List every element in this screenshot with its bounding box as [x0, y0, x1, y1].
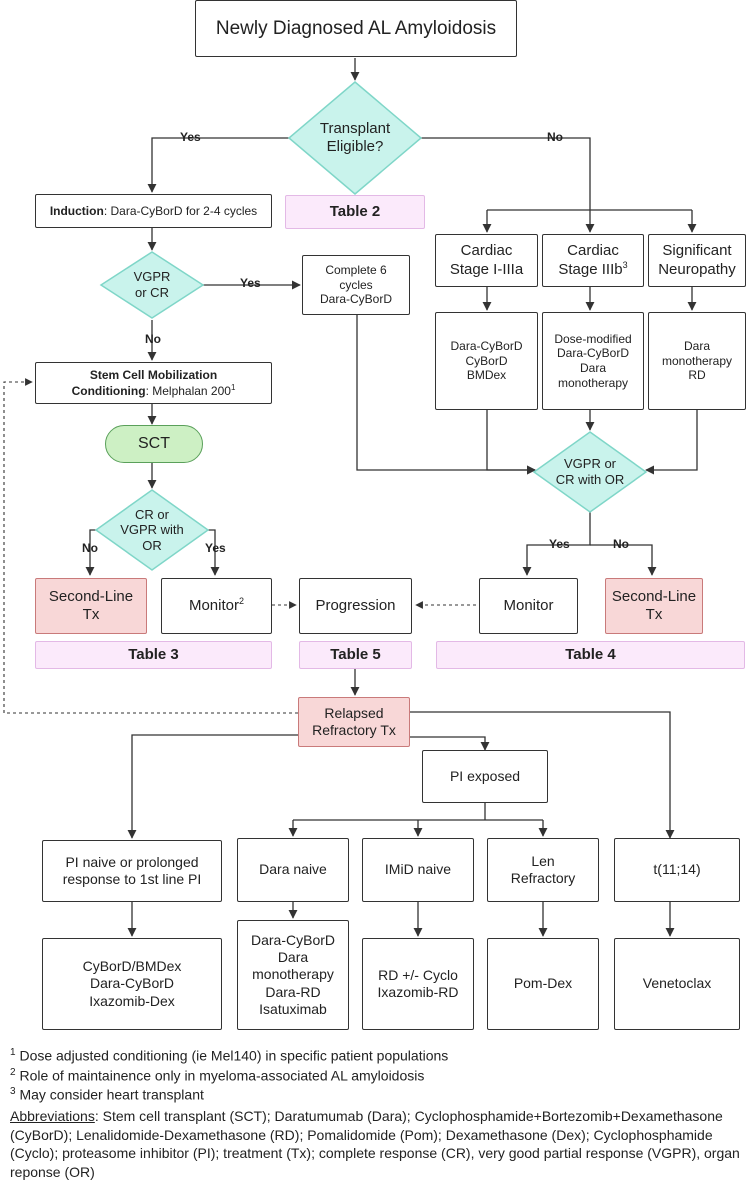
footnote-1: 1 Dose adjusted conditioning (ie Mel140)…: [10, 1047, 449, 1064]
stem-cell-box: Stem Cell Mobilization Conditioning: Mel…: [35, 362, 272, 404]
footnote-3: 3 May consider heart transplant: [10, 1086, 204, 1103]
edge-label-yes-cr-vgpr: Yes: [205, 541, 226, 555]
cardiac-stage-3b: Cardiac Stage IIIb3: [542, 234, 644, 287]
monitor-left-box: Monitor2: [161, 578, 272, 634]
edge-label-no-vgpr: No: [145, 332, 161, 346]
induction-box: Induction: Dara-CyBorD for 2-4 cycles: [35, 194, 272, 228]
table2-badge: Table 2: [285, 195, 425, 229]
edge-label-no-cr-vgpr: No: [82, 541, 98, 555]
table4-badge: Table 4: [436, 641, 745, 669]
abbreviations: Abbreviations: Stem cell transplant (SCT…: [10, 1107, 745, 1181]
monitor-right-box: Monitor: [479, 578, 578, 634]
sct-node: SCT: [105, 425, 203, 463]
diamond-vgpr-cr: [99, 251, 205, 319]
table3-badge: Table 3: [35, 641, 272, 669]
edge-label-yes-right: Yes: [549, 537, 570, 551]
edge-label-yes-vgpr: Yes: [240, 276, 261, 290]
footnote-2: 2 Role of maintainence only in myeloma-a…: [10, 1067, 425, 1084]
edge-label-yes-transplant: Yes: [180, 130, 201, 144]
edge-label-no-right: No: [613, 537, 629, 551]
edge-transplant-yes: [147, 137, 292, 193]
table5-badge: Table 5: [299, 641, 412, 669]
edge-relapse-loop: [3, 378, 298, 714]
progression-box: Progression: [299, 578, 412, 634]
abbreviations-label: Abbreviations: [10, 1108, 95, 1124]
edge-label-no-transplant: No: [547, 130, 563, 144]
pi-exposed-box: PI exposed: [422, 750, 548, 803]
abbreviations-text: : Stem cell transplant (SCT); Daratumuma…: [10, 1108, 740, 1180]
imid-naive-box: IMiD naive: [362, 838, 474, 902]
edge-transplant-no: [420, 137, 591, 200]
tx-t1114-box: Venetoclax: [614, 938, 740, 1030]
tx-len-refractory-box: Pom-Dex: [487, 938, 599, 1030]
t1114-box: t(11;14): [614, 838, 740, 902]
dara-naive-box: Dara naive: [237, 838, 349, 902]
diamond-transplant-eligible: [287, 81, 423, 195]
diamond-vgpr-cr-or: [532, 431, 648, 513]
start-node: Newly Diagnosed AL Amyloidosis: [195, 0, 517, 57]
diamond-cr-vgpr-or: [94, 489, 210, 571]
